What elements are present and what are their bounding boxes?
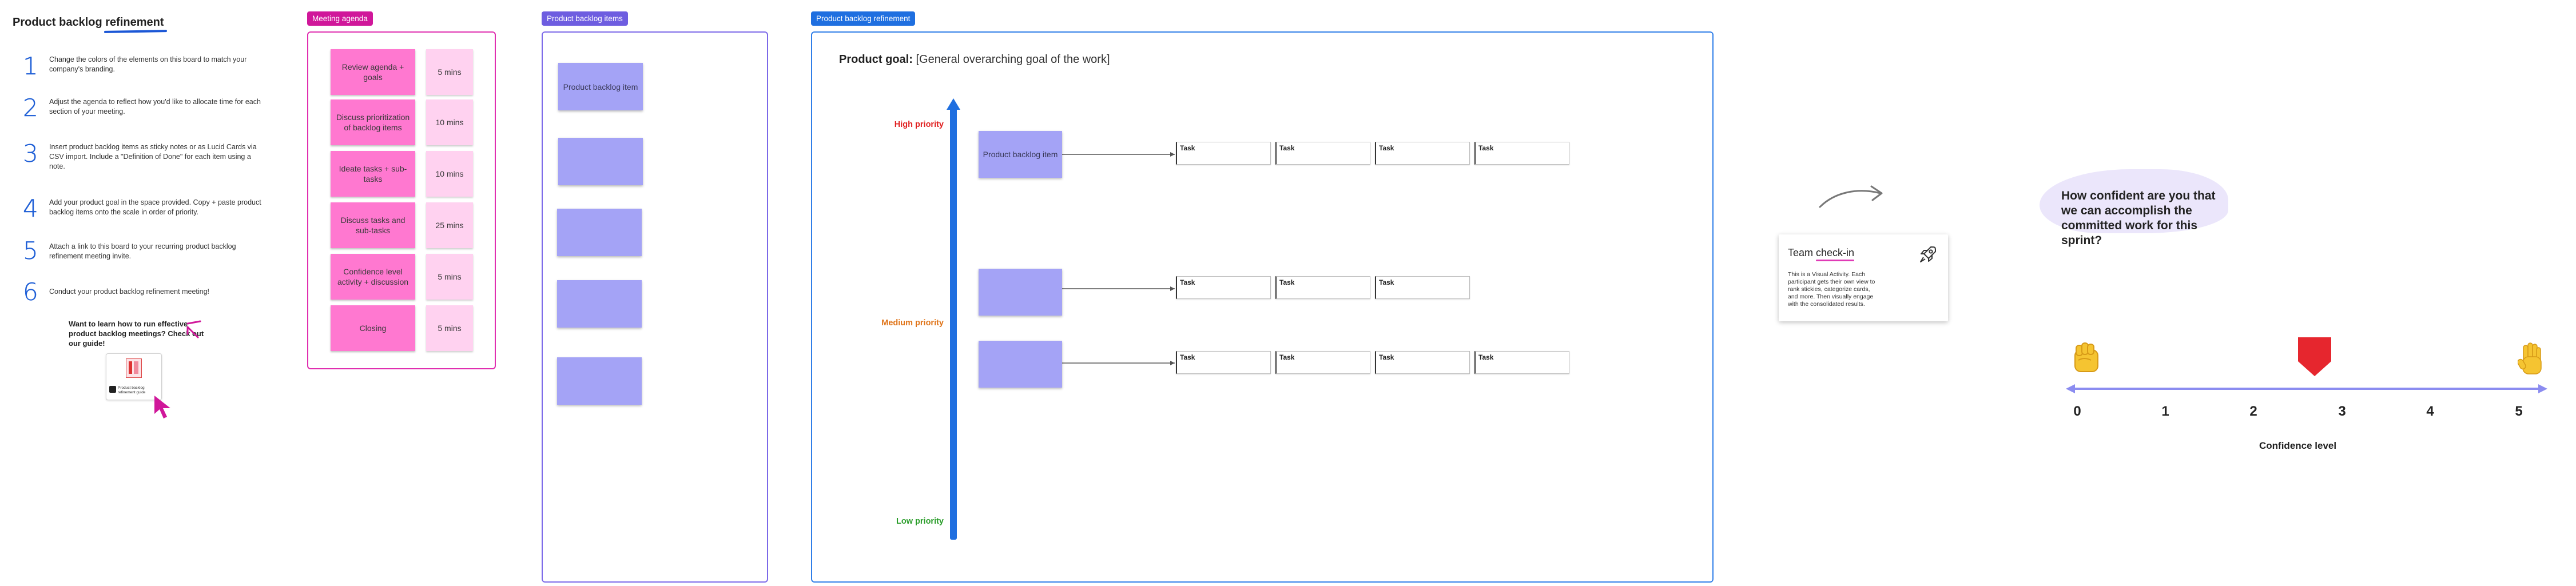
guide-prompt: Want to learn how to run effective produ… <box>69 320 204 348</box>
rocket-icon <box>1920 246 1936 262</box>
scale-value-4: 4 <box>2426 404 2434 419</box>
agenda-time[interactable]: 5 mins <box>426 49 473 95</box>
product-goal-value[interactable]: [General overarching goal of the work] <box>916 53 1110 66</box>
board-title: Product backlog refinement <box>13 16 164 29</box>
step-text-5: Attach a link to this board to your recu… <box>49 242 236 260</box>
confidence-scale-line <box>2066 384 2547 393</box>
agenda-time[interactable]: 25 mins <box>426 202 473 248</box>
refinement-backlog-item[interactable]: Product backlog item <box>979 131 1062 178</box>
team-checkin-title-prefix: Team <box>1788 247 1814 258</box>
task-card[interactable]: Task <box>1375 276 1470 299</box>
low-priority-label: Low priority <box>896 517 944 526</box>
agenda-item[interactable]: Discuss prioritization of backlog items <box>331 99 415 145</box>
step-number-5: 5 <box>23 237 38 265</box>
task-card[interactable]: Task <box>1275 351 1370 374</box>
lucid-logo-icon <box>109 386 116 393</box>
backlog-note[interactable] <box>557 357 642 405</box>
step-text-4: Add your product goal in the space provi… <box>49 198 261 216</box>
agenda-time[interactable]: 10 mins <box>426 151 473 197</box>
fist-emoji-icon[interactable] <box>2070 340 2102 376</box>
scale-value-3: 3 <box>2338 404 2346 419</box>
task-card[interactable]: Task <box>1275 142 1370 165</box>
high-priority-label: High priority <box>894 120 944 129</box>
task-card[interactable]: Task <box>1474 351 1569 374</box>
team-checkin-title: Team check-in <box>1788 247 1854 259</box>
priority-axis-arrowhead-icon <box>947 98 960 110</box>
product-goal[interactable]: Product goal: [General overarching goal … <box>839 53 1110 66</box>
task-card[interactable]: Task <box>1375 142 1470 165</box>
medium-priority-label: Medium priority <box>881 318 944 328</box>
agenda-item[interactable]: Ideate tasks + sub-tasks <box>331 151 415 197</box>
refinement-label: Product backlog refinement <box>811 11 916 26</box>
step-text-6: Conduct your product backlog refinement … <box>49 288 210 296</box>
board-title-prefix: Product backlog <box>13 16 102 29</box>
backlog-items-label: Product backlog items <box>542 11 628 26</box>
agenda-item[interactable]: Closing <box>331 305 415 351</box>
task-card[interactable]: Task <box>1275 276 1370 299</box>
product-goal-label: Product goal: <box>839 53 913 66</box>
refinement-backlog-item[interactable] <box>979 341 1062 388</box>
task-card[interactable]: Task <box>1375 351 1470 374</box>
question-background-blob <box>2040 169 2228 233</box>
refinement-frame <box>811 31 1714 583</box>
confidence-question: How confident are you that we can accomp… <box>2061 189 2216 247</box>
cursor-pointer-icon <box>154 396 170 418</box>
refinement-backlog-item[interactable] <box>979 269 1062 316</box>
guide-thumbnail <box>126 358 142 378</box>
confidence-level-label: Confidence level <box>2259 440 2337 451</box>
scale-value-5: 5 <box>2515 404 2523 419</box>
step-text-3: Insert product backlog items as sticky n… <box>49 143 257 170</box>
confidence-marker-icon[interactable] <box>2297 336 2332 377</box>
guide-card-caption: Product backlog refinement guide <box>118 386 146 394</box>
scale-value-1: 1 <box>2161 404 2169 419</box>
agenda-item[interactable]: Confidence level activity + discussion <box>331 254 415 300</box>
step-number-3: 3 <box>23 139 38 168</box>
task-connectors <box>1062 152 1175 365</box>
scale-value-2: 2 <box>2249 404 2257 419</box>
guide-link-card[interactable]: Product backlog refinement guide <box>106 353 162 400</box>
agenda-item[interactable]: Discuss tasks and sub-tasks <box>331 202 415 248</box>
task-card[interactable]: Task <box>1176 276 1271 299</box>
team-checkin-card[interactable]: Team check-in This is a Visual Activity.… <box>1779 234 1948 321</box>
team-checkin-title-underlined: check-in <box>1816 247 1855 258</box>
meeting-agenda-label: Meeting agenda <box>307 11 373 26</box>
step-text-1: Change the colors of the elements on thi… <box>49 55 247 73</box>
curved-arrow-icon <box>1819 185 1883 208</box>
step-text-2: Adjust the agenda to reflect how you'd l… <box>49 98 261 115</box>
step-number-1: 1 <box>23 52 38 80</box>
raised-hand-emoji-icon[interactable] <box>2518 342 2545 378</box>
step-number-4: 4 <box>23 194 38 222</box>
team-checkin-description: This is a Visual Activity. Each particip… <box>1788 271 1875 308</box>
backlog-note[interactable] <box>557 280 642 328</box>
agenda-item[interactable]: Review agenda + goals <box>331 49 415 95</box>
sparkle-lines-icon <box>186 320 201 338</box>
board-title-underlined: refinement <box>105 16 164 29</box>
step-number-6: 6 <box>23 278 38 306</box>
task-card[interactable]: Task <box>1474 142 1569 165</box>
step-number-2: 2 <box>23 94 38 122</box>
priority-axis <box>950 106 957 540</box>
backlog-note[interactable] <box>558 138 643 185</box>
task-card[interactable]: Task <box>1176 142 1271 165</box>
agenda-time[interactable]: 5 mins <box>426 254 473 300</box>
agenda-time[interactable]: 10 mins <box>426 99 473 145</box>
backlog-note[interactable] <box>557 209 642 256</box>
agenda-time[interactable]: 5 mins <box>426 305 473 351</box>
task-card[interactable]: Task <box>1176 351 1271 374</box>
scale-value-0: 0 <box>2073 404 2081 419</box>
backlog-note[interactable]: Product backlog item <box>558 63 643 110</box>
